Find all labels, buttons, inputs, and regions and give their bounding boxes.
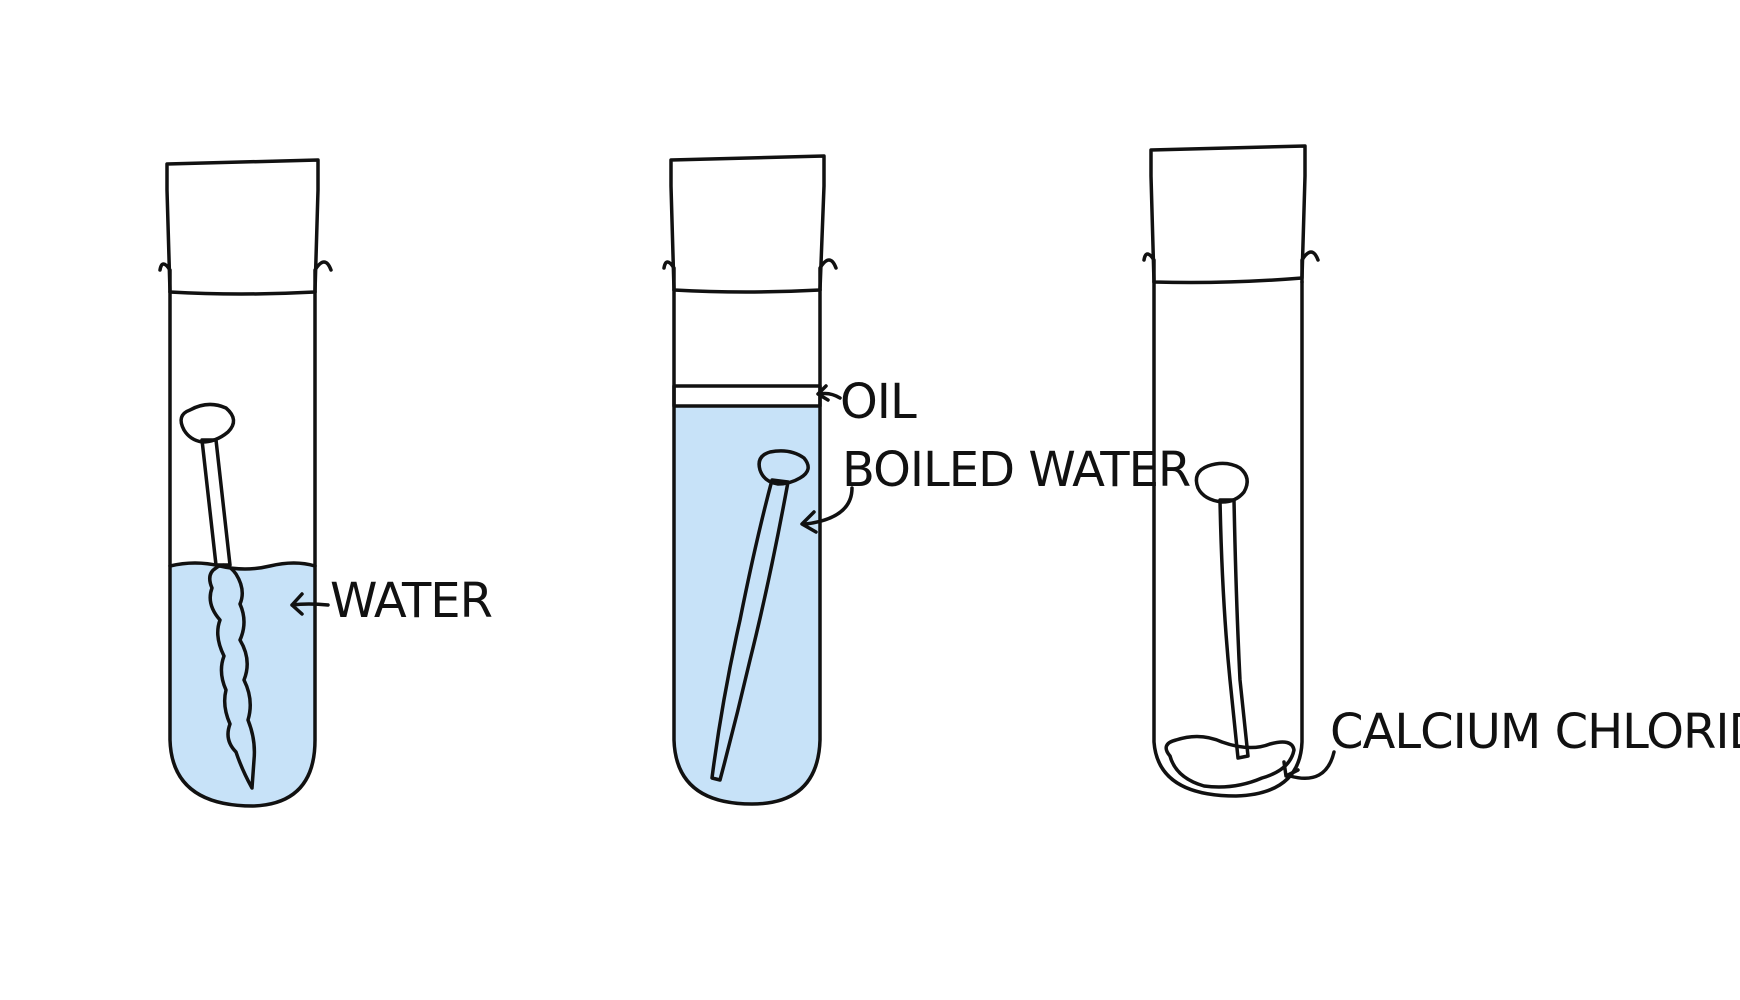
nail <box>1218 498 1250 760</box>
calcium-chloride-label: CALCIUM CHLORIDE <box>1330 704 1740 760</box>
water-surface-line <box>168 561 317 571</box>
boiled-water-liquid <box>674 406 820 804</box>
water-label: WATER <box>330 573 492 629</box>
cork <box>1149 144 1307 285</box>
water-liquid <box>170 563 315 806</box>
oil-arrow <box>816 384 842 402</box>
oil-layer <box>672 384 822 408</box>
oil-label: OIL <box>840 374 917 430</box>
nail-head <box>757 449 810 486</box>
test-tube-calcium-chloride: CALCIUM CHLORIDE <box>1142 144 1740 798</box>
water-arrow <box>290 592 330 616</box>
nail-head <box>179 402 236 444</box>
tube-lip-right <box>1300 250 1320 284</box>
nail-head <box>1194 461 1249 504</box>
nail <box>200 438 232 567</box>
boiled-water-arrow <box>800 486 854 534</box>
cork <box>165 158 320 296</box>
tube-glass <box>1152 280 1304 798</box>
tube-glass <box>672 288 822 806</box>
rust <box>208 563 257 790</box>
test-tube-water: WATER <box>158 158 493 808</box>
cork <box>669 154 826 294</box>
calcium-chloride-arrow <box>1282 750 1336 781</box>
boiled-water-label: BOILED WATER <box>842 442 1190 498</box>
test-tube-boiled-water: OIL BOILED WATER <box>662 154 1191 806</box>
calcium-chloride <box>1164 734 1296 789</box>
nail <box>710 478 790 782</box>
tube-glass <box>168 290 317 808</box>
